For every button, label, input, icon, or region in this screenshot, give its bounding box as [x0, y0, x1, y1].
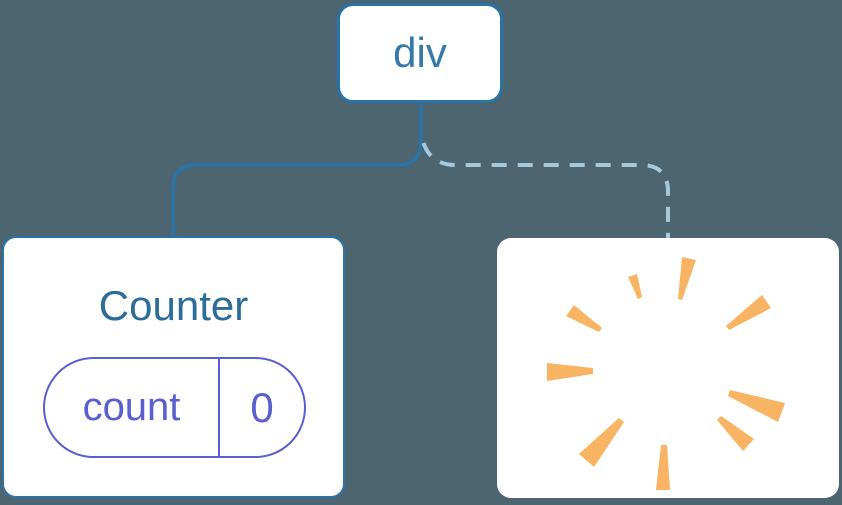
dashed-connector-line [421, 142, 670, 238]
removed-component-card [497, 238, 839, 498]
state-key-label: count [82, 385, 181, 429]
root-node-label: div [393, 29, 447, 76]
counter-component-card: Counter count 0 [2, 236, 345, 498]
solid-connector-line [171, 104, 423, 236]
state-value: 0 [250, 383, 274, 431]
poof-icon [547, 257, 785, 490]
counter-title: Counter [98, 282, 249, 329]
root-div-node: div [337, 3, 503, 103]
pill-divider [218, 359, 220, 456]
state-pill: count 0 [43, 357, 306, 458]
